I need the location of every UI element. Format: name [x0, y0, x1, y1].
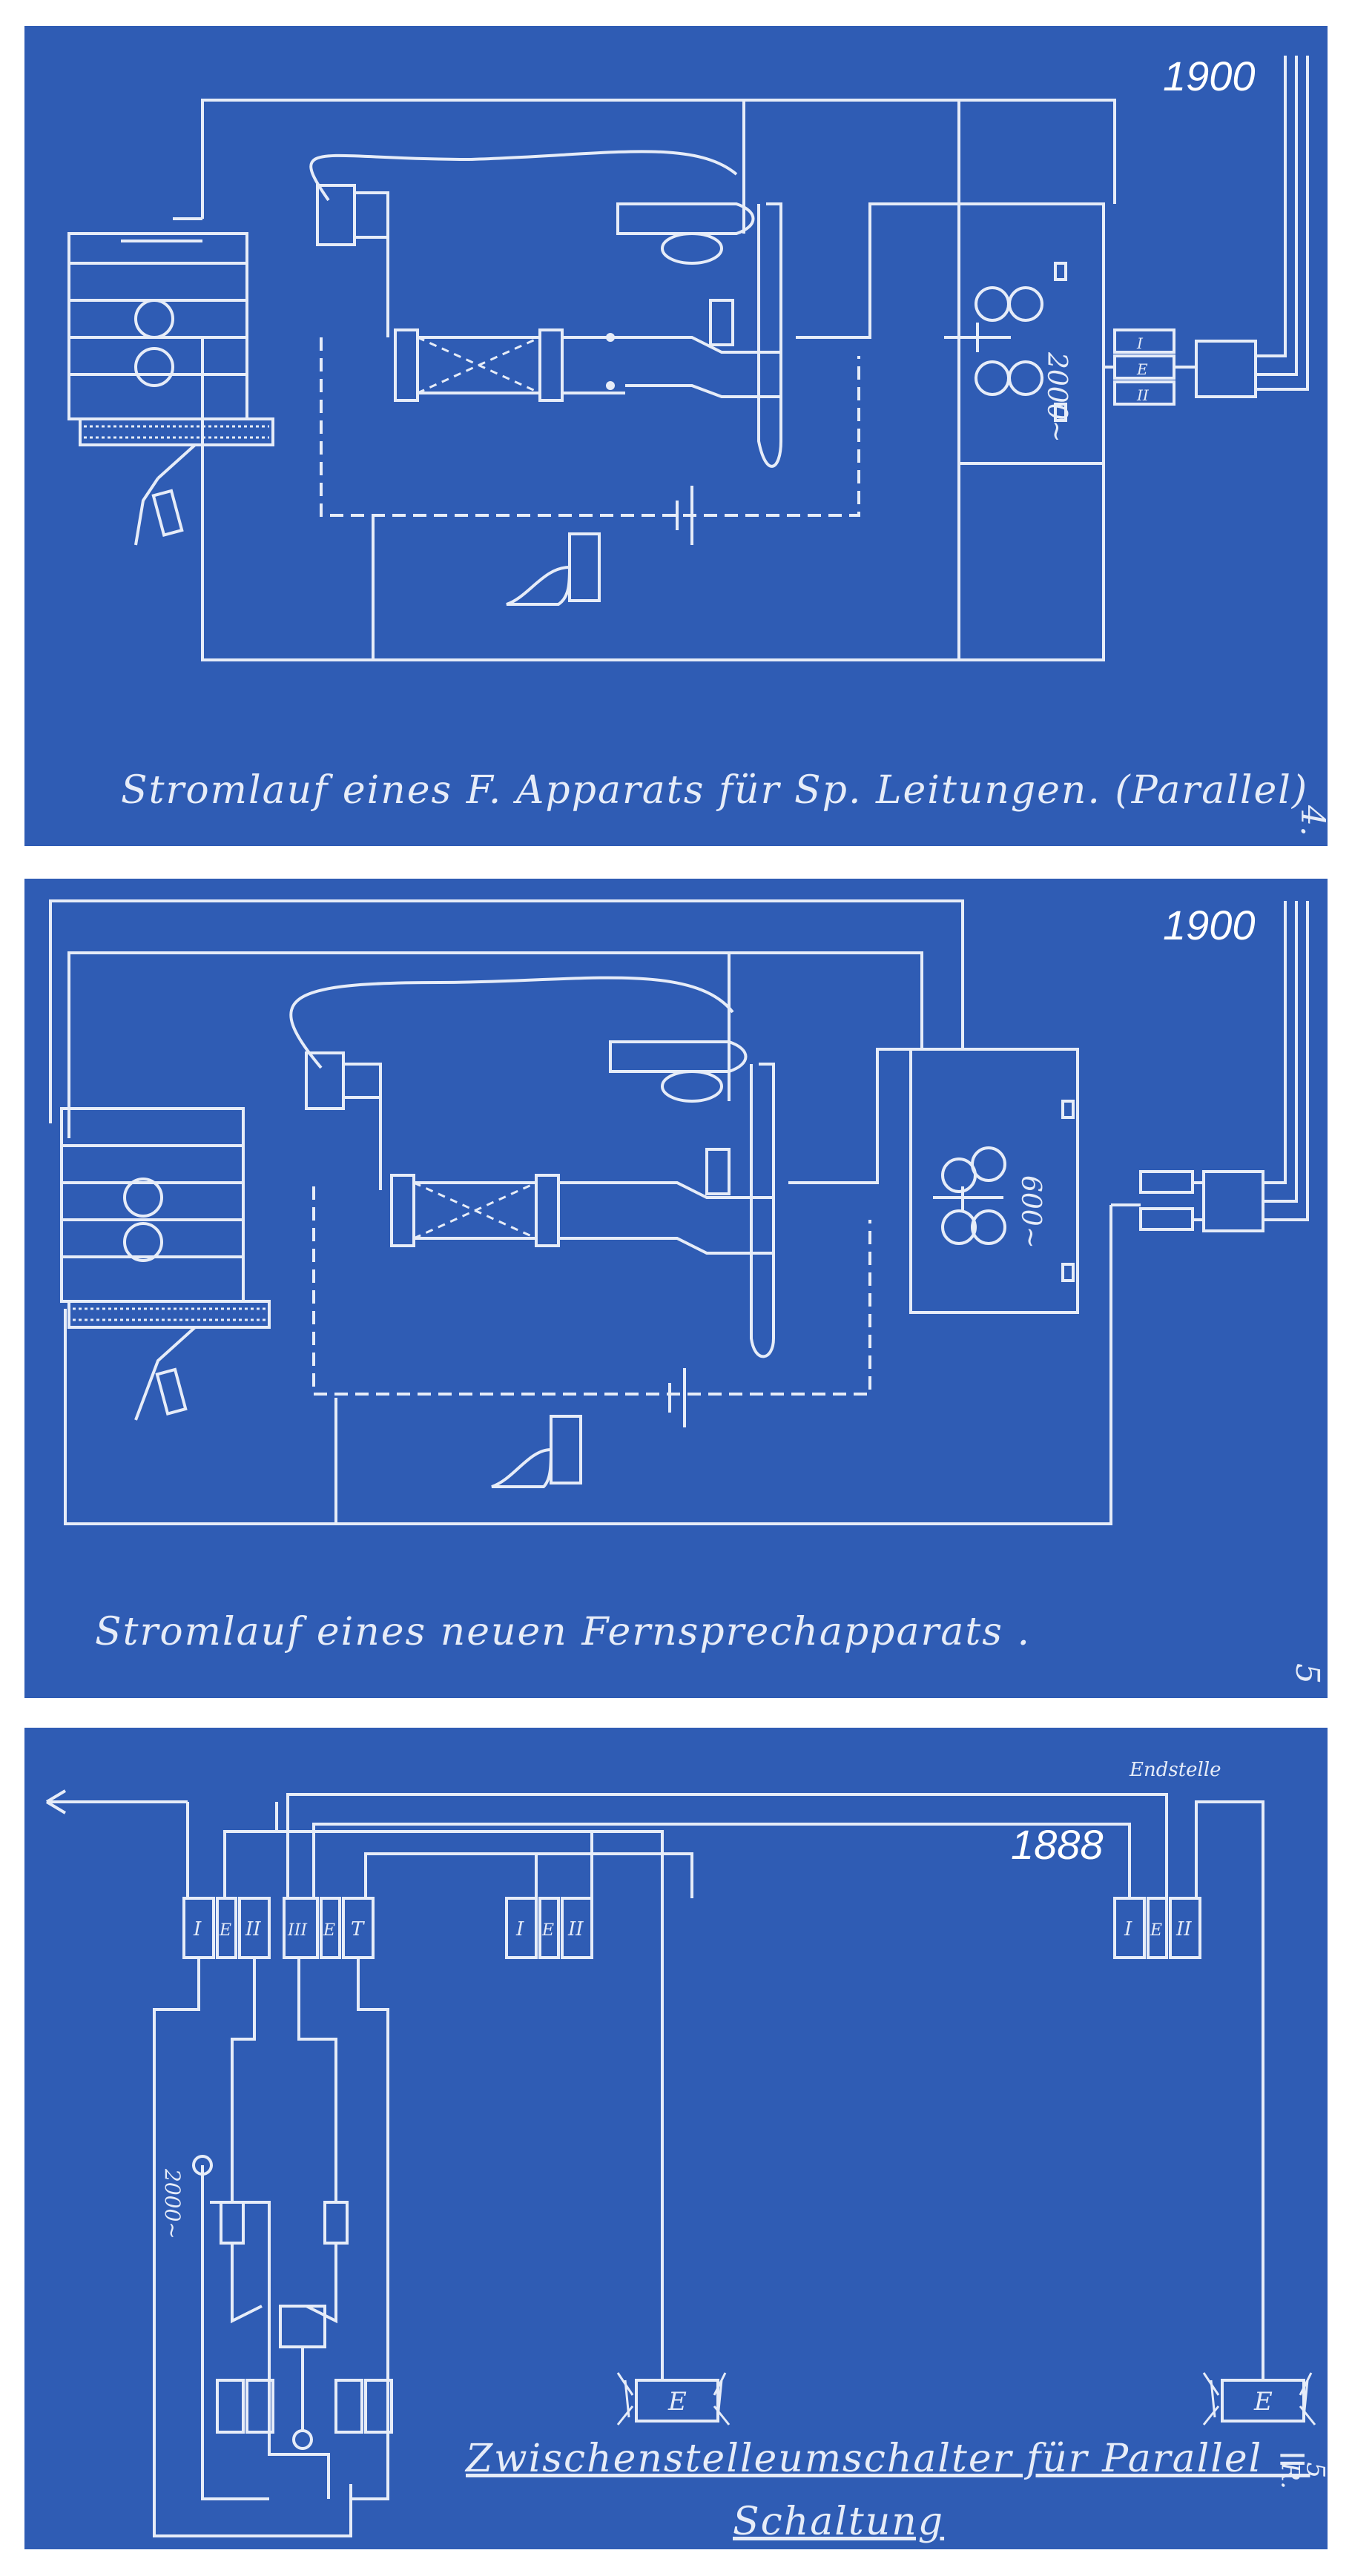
handset-cord	[289, 976, 734, 1069]
earth-label: E	[1253, 2387, 1273, 2417]
bottom-wire	[201, 337, 1105, 661]
blueprint-panel-1: 2000~ I E II	[24, 26, 1328, 846]
svg-text:II: II	[567, 1918, 584, 1941]
ringer-resistance: 600~	[1015, 1175, 1046, 1249]
diagram-caption-line-2: Schaltung	[733, 2500, 945, 2544]
ringer-resistance: 2000~	[160, 2168, 185, 2239]
line-wires	[1263, 901, 1309, 1221]
crank-handle	[134, 443, 197, 546]
bottom-wire	[64, 1205, 1112, 1525]
plate-number: 4.	[1293, 805, 1328, 836]
diagram-caption: Stromlauf eines neuen Fernsprechapparats…	[95, 1610, 1031, 1654]
earth-label: E	[667, 2387, 687, 2417]
year-label: 1900	[1163, 902, 1256, 948]
battery-circuit	[312, 1186, 871, 1396]
top-wire	[201, 99, 1116, 219]
line-wires	[1256, 56, 1309, 391]
top-wire	[49, 899, 964, 1123]
ringer-box	[909, 1048, 1079, 1314]
plate-number: 5 R.	[1275, 2462, 1328, 2489]
circuit-diagram-3: Endstelle I E II III E T I E II I E II	[45, 1759, 1316, 2537]
svg-text:II: II	[245, 1918, 261, 1941]
handset-cord	[309, 150, 738, 202]
earth-plate-2	[1221, 2379, 1305, 2423]
svg-text:E: E	[1136, 360, 1148, 378]
hook-switch	[757, 202, 782, 468]
lightning-arrester	[1202, 1170, 1264, 1232]
generator-gears	[79, 417, 274, 446]
svg-text:II: II	[1175, 1918, 1192, 1941]
plate-number: 5	[1288, 1663, 1326, 1684]
year-label: 1900	[1163, 53, 1256, 99]
ringer-resistance: 2000~	[1041, 351, 1072, 443]
battery-icon	[676, 486, 693, 545]
endstelle-label: Endstelle	[1129, 1759, 1221, 1781]
arrow-left-icon	[45, 1789, 67, 1814]
earth-plate-1	[635, 2379, 719, 2423]
svg-text:II: II	[1136, 386, 1150, 404]
svg-text:E: E	[219, 1921, 231, 1940]
svg-text:E: E	[541, 1921, 554, 1940]
year-label: 1888	[1011, 1821, 1104, 1868]
lightning-arrester	[1195, 340, 1257, 398]
svg-text:I: I	[1124, 1918, 1132, 1941]
blueprint-panel-2: 600~	[24, 879, 1328, 1698]
diagram-caption: Stromlauf eines F. Apparats für Sp. Leit…	[121, 768, 1309, 813]
svg-text:I: I	[193, 1918, 202, 1941]
handset	[616, 202, 755, 235]
hook-switch	[750, 1063, 775, 1358]
blueprint-panel-3: Endstelle I E II III E T I E II I E II	[24, 1728, 1328, 2549]
svg-text:I: I	[515, 1918, 524, 1941]
transmitter-icon	[568, 532, 601, 602]
diagram-caption-line-1: Zwischenstelleumschalter für Parallel =	[466, 2437, 1310, 2481]
crank-handle	[134, 1326, 197, 1421]
ringer-box	[957, 202, 1105, 465]
circuit-diagram-2: 600~	[49, 899, 1309, 1525]
circuit-diagram-1: 2000~ I E II	[67, 56, 1309, 661]
svg-text:T: T	[351, 1918, 365, 1941]
svg-text:E: E	[1150, 1921, 1162, 1940]
handset	[609, 1040, 748, 1073]
svg-text:I: I	[1136, 334, 1144, 352]
generator-gears	[67, 1300, 271, 1329]
magneto-generator	[60, 1107, 245, 1303]
ringer-icon	[192, 2155, 213, 2176]
battery-circuit	[320, 337, 860, 517]
svg-text:E: E	[323, 1921, 335, 1940]
battery-icon	[668, 1368, 686, 1427]
svg-text:III: III	[287, 1921, 308, 1940]
transmitter-icon	[550, 1415, 582, 1484]
magneto-generator	[67, 232, 248, 420]
